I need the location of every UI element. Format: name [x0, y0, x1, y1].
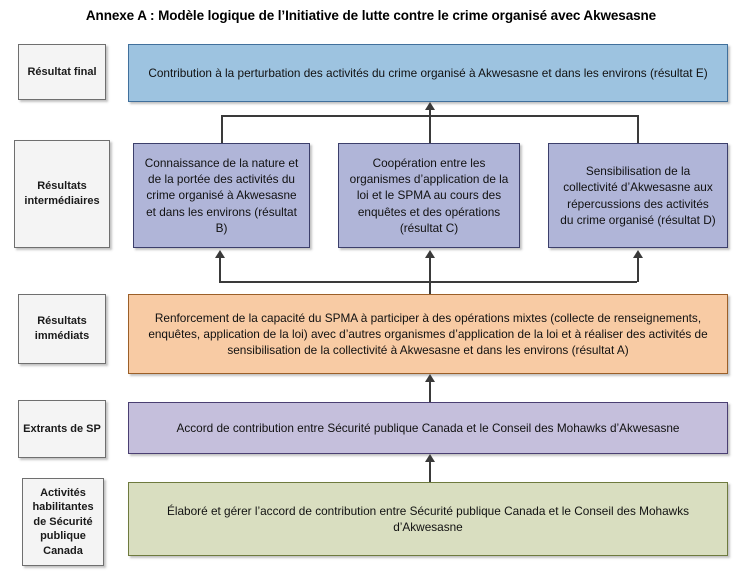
- category-label-activities: Activités habilitantes de Sécurité publi…: [22, 478, 104, 566]
- connector-stem-up-c: [429, 252, 431, 294]
- connector-stem-outcome-c: [429, 110, 431, 143]
- box-intermediate-outcome-d-text: Sensibilisation de la collectivité d’Akw…: [560, 163, 716, 227]
- box-intermediate-outcome-c-text: Coopération entre les organismes d’appli…: [349, 155, 509, 235]
- box-intermediate-outcome-d: Sensibilisation de la collectivité d’Akw…: [548, 143, 728, 248]
- category-label-intermediate: Résultats intermédiaires: [14, 140, 110, 248]
- box-immediate-outcome: Renforcement de la capacité du SPMA à pa…: [128, 294, 728, 374]
- connector-stem-up-b: [219, 258, 221, 282]
- category-label-activities-text: Activités habilitantes de Sécurité publi…: [32, 486, 94, 557]
- box-final-outcome: Contribution à la perturbation des activ…: [128, 44, 728, 102]
- category-label-outputs: Extrants de SP: [18, 400, 106, 458]
- box-intermediate-outcome-b-text: Connaissance de la nature et de la porté…: [144, 155, 299, 235]
- connector-rail-to-intermediate: [219, 281, 637, 283]
- box-immediate-outcome-text: Renforcement de la capacité du SPMA à pa…: [148, 310, 708, 358]
- arrow-to-outcome-b: [215, 250, 225, 258]
- box-outputs: Accord de contribution entre Sécurité pu…: [128, 402, 728, 454]
- category-label-immediate: Résultats immédiats: [18, 294, 106, 364]
- connector-stem-up-d: [637, 258, 639, 282]
- category-label-immediate-text: Résultats immédiats: [34, 315, 90, 342]
- box-activities-text: Élaboré et gérer l’accord de contributio…: [167, 503, 689, 534]
- box-intermediate-outcome-b: Connaissance de la nature et de la porté…: [133, 143, 310, 248]
- arrow-to-outcome-d: [633, 250, 643, 258]
- box-activities: Élaboré et gérer l’accord de contributio…: [128, 482, 728, 556]
- arrow-to-immediate-outcome: [425, 374, 435, 382]
- connector-stem-outcome-b: [221, 115, 223, 143]
- category-label-final-text: Résultat final: [27, 65, 97, 78]
- arrow-to-final-outcome: [425, 102, 435, 110]
- category-label-intermediate-text: Résultats intermédiaires: [24, 180, 100, 207]
- connector-stem-outcome-d: [637, 115, 639, 143]
- page-title: Annexe A : Modèle logique de l’Initiativ…: [85, 8, 657, 23]
- connector-activities-to-outputs: [429, 462, 431, 482]
- box-intermediate-outcome-c: Coopération entre les organismes d’appli…: [338, 143, 520, 248]
- connector-riser-to-final: [429, 110, 431, 115]
- box-final-outcome-text: Contribution à la perturbation des activ…: [148, 65, 708, 80]
- arrow-to-outputs: [425, 454, 435, 462]
- category-label-final: Résultat final: [18, 44, 106, 100]
- category-label-outputs-text: Extrants de SP: [23, 422, 101, 435]
- box-outputs-text: Accord de contribution entre Sécurité pu…: [176, 420, 680, 435]
- arrow-to-outcome-c: [425, 250, 435, 258]
- connector-outputs-to-immediate: [429, 382, 431, 402]
